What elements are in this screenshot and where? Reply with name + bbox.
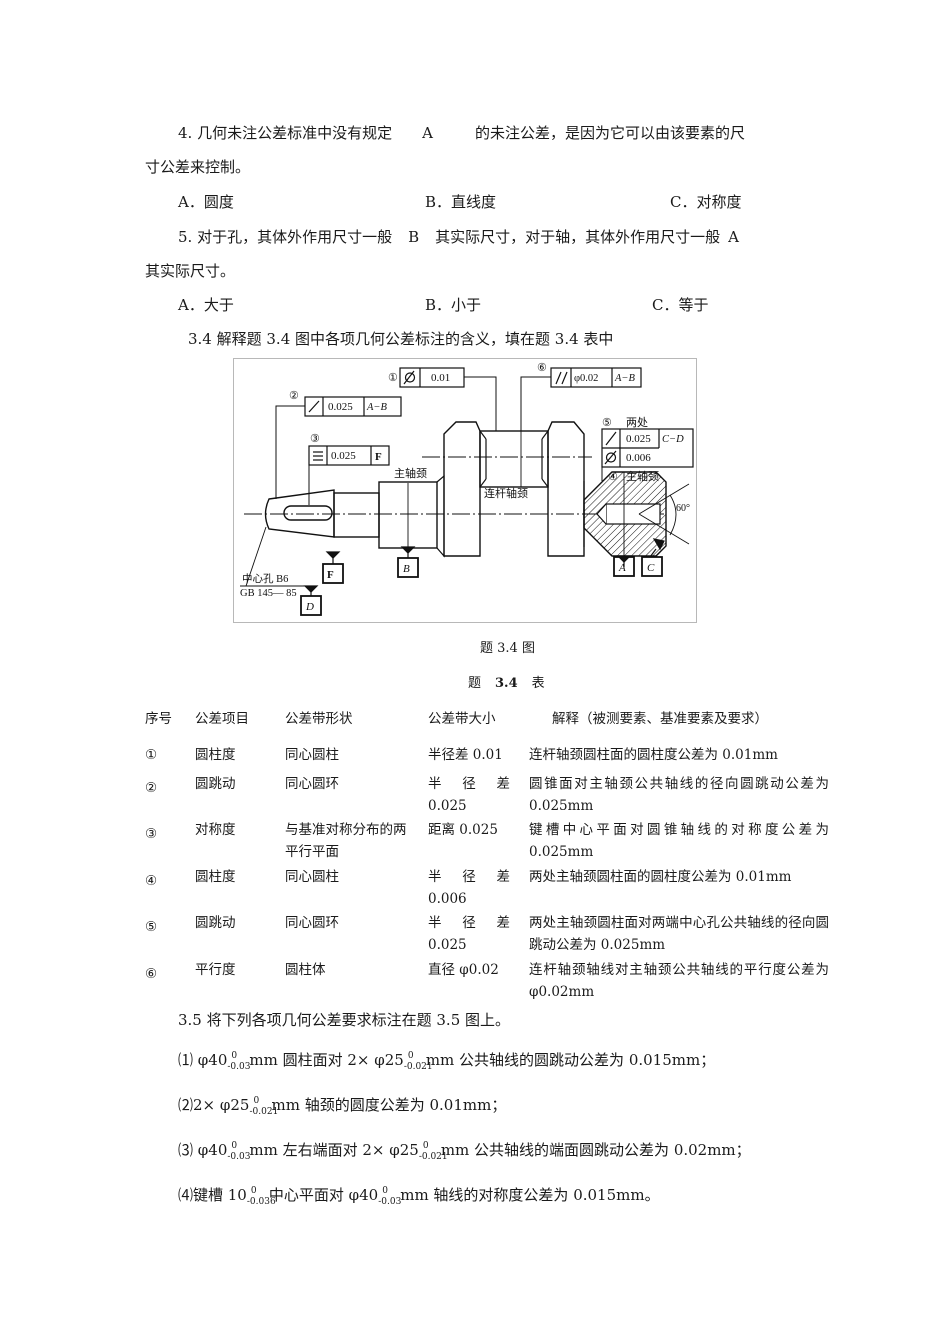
row-explain: 两处主轴颈圆柱面对两端中心孔公共轴线的径向圆跳动公差为 0.025mm xyxy=(529,915,829,953)
tolerance-stack: 0-0.036 xyxy=(246,1186,276,1207)
table-caption-num: 3.4 xyxy=(495,676,518,691)
svg-text:A−B: A−B xyxy=(614,373,635,384)
q4-text-b: 的未注公差，是因为它可以由该要素的尺 xyxy=(474,124,745,142)
svg-text:F: F xyxy=(375,451,382,463)
svg-text:0.025: 0.025 xyxy=(626,433,651,445)
crankshaft-drawing: 60° ① 0.01 ⑥ φ0.02 A−B ② 0.025 A−B ③ xyxy=(233,358,697,623)
row-explain: 两处主轴颈圆柱面的圆柱度公差为 0.01mm xyxy=(529,869,792,885)
svg-text:A−B: A−B xyxy=(366,402,387,413)
svg-text:主轴颈: 主轴颈 xyxy=(626,469,659,483)
tolerance-stack: 0-0.03 xyxy=(378,1186,402,1207)
q4-text-a: 4. 几何未注公差标准中没有规定 xyxy=(178,124,393,142)
row-item: 对称度 xyxy=(195,822,236,838)
svg-text:两处: 两处 xyxy=(626,416,648,429)
tolerance-stack: 0-0.03 xyxy=(227,1051,251,1072)
tolerance-stack: 0-0.021 xyxy=(403,1051,433,1072)
figure-caption: 题 3.4 图 xyxy=(480,641,535,656)
svg-text:④: ④ xyxy=(608,471,618,483)
svg-text:⑥: ⑥ xyxy=(537,362,547,374)
svg-text:0.025: 0.025 xyxy=(328,401,353,413)
q5-text-b: 其实际尺寸，对于轴，其体外作用尺寸一般 xyxy=(435,228,721,246)
row-item: 圆柱度 xyxy=(195,869,236,885)
q4-option-b: B．直线度 xyxy=(425,193,497,211)
header-explain: 解释（被测要素、基准要素及要求） xyxy=(552,711,768,727)
svg-text:GB 145— 85: GB 145— 85 xyxy=(240,588,297,599)
q5-text-a: 5. 对于孔，其体外作用尺寸一般 xyxy=(178,228,393,246)
row-no: ② xyxy=(145,780,158,796)
q5-option-c: C．等于 xyxy=(652,296,709,314)
row-shape: 同心圆环 xyxy=(285,776,339,792)
q5-answer-2: A xyxy=(728,228,739,246)
row-size: 半径差 0.025 xyxy=(428,776,510,814)
svg-text:C−D: C−D xyxy=(662,434,684,445)
row-size: 距离 0.025 xyxy=(428,822,498,838)
row-size: 直径 φ0.02 xyxy=(428,962,499,978)
tolerance-stack: 0-0.021 xyxy=(418,1141,448,1162)
q5-option-b: B．小于 xyxy=(425,296,482,314)
row-shape: 与基准对称分布的两平行平面 xyxy=(285,822,407,860)
section-3-4-title: 3.4 解释题 3.4 图中各项几何公差标注的含义，填在题 3.4 表中 xyxy=(188,330,614,348)
svg-text:连杆轴颈: 连杆轴颈 xyxy=(484,486,528,500)
svg-text:F: F xyxy=(327,569,334,581)
svg-text:0.006: 0.006 xyxy=(626,452,651,464)
svg-text:②: ② xyxy=(289,390,299,402)
q4-answer: A xyxy=(422,124,433,142)
row-no: ③ xyxy=(145,826,158,842)
svg-text:③: ③ xyxy=(310,433,320,445)
row-item: 圆跳动 xyxy=(195,915,236,931)
header-no: 序号 xyxy=(145,711,172,727)
svg-text:0.025: 0.025 xyxy=(331,450,356,462)
row-item: 平行度 xyxy=(195,962,236,978)
table-caption-pre: 题 xyxy=(468,676,482,691)
row-item: 圆跳动 xyxy=(195,776,236,792)
svg-text:中心孔 B6: 中心孔 B6 xyxy=(242,572,288,585)
svg-text:C: C xyxy=(647,562,655,574)
table-caption: 题 3.4 表 xyxy=(468,675,545,693)
row-no: ④ xyxy=(145,873,158,889)
row-size: 半径差 0.01 xyxy=(428,747,503,763)
row-explain: 圆锥面对主轴颈公共轴线的径向圆跳动公差为 0.025mm xyxy=(529,776,829,814)
row-shape: 同心圆柱 xyxy=(285,869,339,885)
row-item: 圆柱度 xyxy=(195,747,236,763)
q5-line2: 其实际尺寸。 xyxy=(145,262,236,280)
q5-answer-1: B xyxy=(408,228,420,246)
svg-text:φ0.02: φ0.02 xyxy=(574,373,598,384)
row-shape: 圆柱体 xyxy=(285,962,326,978)
q5-option-a: A．大于 xyxy=(178,296,234,314)
q4-option-a: A．圆度 xyxy=(178,193,234,211)
row-no: ⑥ xyxy=(145,966,158,982)
table-caption-post: 表 xyxy=(531,676,545,691)
svg-text:主轴颈: 主轴颈 xyxy=(394,466,427,480)
tolerance-stack: 0-0.021 xyxy=(249,1096,279,1117)
svg-text:B: B xyxy=(403,563,410,575)
svg-text:⑤: ⑤ xyxy=(602,417,612,429)
q4-line2: 寸公差来控制。 xyxy=(145,158,251,176)
row-size: 半径差 0.006 xyxy=(428,869,510,907)
header-shape: 公差带形状 xyxy=(285,711,353,727)
svg-text:60°: 60° xyxy=(676,503,690,514)
q4-line1: 4. 几何未注公差标准中没有规定 A 的未注公差，是因为它可以由该要素的尺 xyxy=(178,123,745,143)
row-explain: 连杆轴颈轴线对主轴颈公共轴线的平行度公差为 φ0.02mm xyxy=(529,962,829,1000)
header-size: 公差带大小 xyxy=(428,711,496,727)
svg-text:①: ① xyxy=(388,372,398,384)
svg-text:0.01: 0.01 xyxy=(431,372,450,384)
svg-text:A: A xyxy=(618,562,626,574)
tolerance-stack: 0-0.03 xyxy=(227,1141,251,1162)
svg-text:D: D xyxy=(305,601,314,613)
row-explain: 键槽中心平面对圆锥轴线的对称度公差为 0.025mm xyxy=(529,822,829,860)
header-item: 公差项目 xyxy=(195,711,249,727)
q4-option-c: C．对称度 xyxy=(670,193,742,211)
row-size: 半径差 0.025 xyxy=(428,915,510,953)
row-no: ① xyxy=(145,747,158,763)
q5-line1: 5. 对于孔，其体外作用尺寸一般 B 其实际尺寸，对于轴，其体外作用尺寸一般 A xyxy=(178,227,739,247)
row-explain: 连杆轴颈圆柱面的圆柱度公差为 0.01mm xyxy=(529,747,778,763)
row-shape: 同心圆柱 xyxy=(285,747,339,763)
section-3-5-title: 3.5 将下列各项几何公差要求标注在题 3.5 图上。 xyxy=(178,1011,511,1029)
row-no: ⑤ xyxy=(145,919,158,935)
row-shape: 同心圆环 xyxy=(285,915,339,931)
